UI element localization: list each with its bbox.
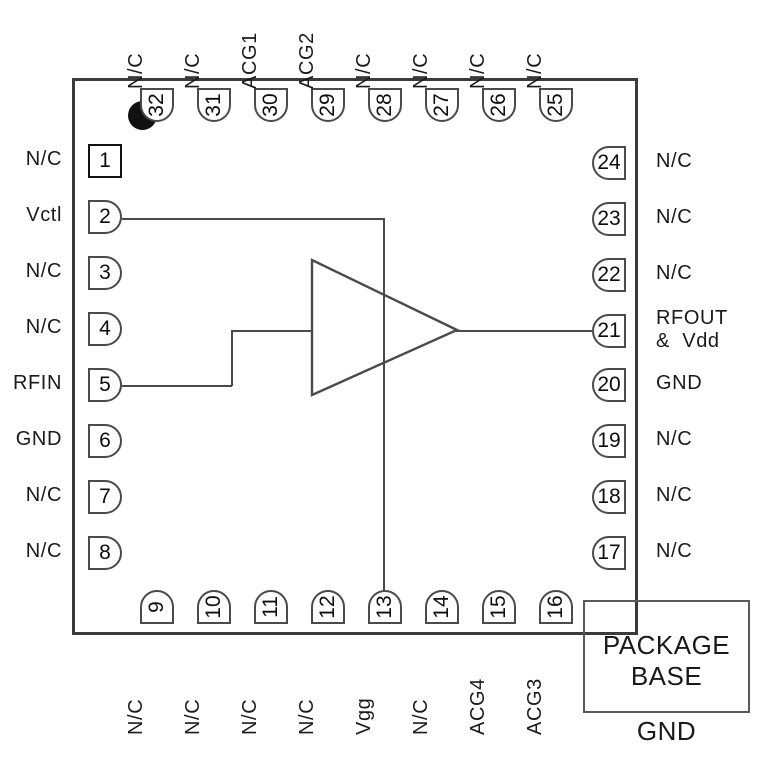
pin-label-18: N/C <box>656 484 693 506</box>
pin-label-15: ACG4 <box>467 678 489 735</box>
pin-pad-29[interactable]: 29 <box>311 88 345 122</box>
package-base-label: PACKAGE BASE <box>583 630 750 692</box>
pin-pad-18[interactable]: 18 <box>592 480 626 514</box>
pin-label-21: RFOUT & Vdd <box>656 307 728 352</box>
pin-pad-2[interactable]: 2 <box>88 200 122 234</box>
pin-label-10: N/C <box>182 698 204 735</box>
pin-label-16: ACG3 <box>524 678 546 735</box>
pin-label-11: N/C <box>239 698 261 735</box>
pin-pad-1[interactable]: 1 <box>88 144 122 178</box>
package-base-line2: BASE <box>630 661 703 691</box>
package-base-line1: PACKAGE <box>602 630 731 660</box>
pin-label-1: N/C <box>25 148 62 170</box>
pin-pad-32[interactable]: 32 <box>140 88 174 122</box>
pin-label-31: N/C <box>182 52 204 89</box>
pin-pad-13[interactable]: 13 <box>368 590 402 624</box>
pin-label-13: Vgg <box>353 697 375 735</box>
pin-pad-8[interactable]: 8 <box>88 536 122 570</box>
pin-label-27: N/C <box>410 52 432 89</box>
pin-label-20: GND <box>656 372 703 394</box>
pin-label-29: ACG2 <box>296 32 318 89</box>
pin-label-3: N/C <box>25 260 62 282</box>
pin-pad-5[interactable]: 5 <box>88 368 122 402</box>
pin-label-8: N/C <box>25 540 62 562</box>
pin-label-28: N/C <box>353 52 375 89</box>
pin-label-23: N/C <box>656 206 693 228</box>
pin-pad-16[interactable]: 16 <box>539 590 573 624</box>
pin-label-19: N/C <box>656 428 693 450</box>
pin-pad-11[interactable]: 11 <box>254 590 288 624</box>
pin-label-7: N/C <box>25 484 62 506</box>
pin-pad-21[interactable]: 21 <box>592 314 626 348</box>
package-base-gnd-label: GND <box>636 716 697 746</box>
pin-pad-28[interactable]: 28 <box>368 88 402 122</box>
pin-label-12: N/C <box>296 698 318 735</box>
pin-label-32: N/C <box>125 52 147 89</box>
wire-vctl-horizontal <box>122 218 384 220</box>
pin-pad-22[interactable]: 22 <box>592 258 626 292</box>
pin-pad-14[interactable]: 14 <box>425 590 459 624</box>
pin-pad-6[interactable]: 6 <box>88 424 122 458</box>
pin-pad-9[interactable]: 9 <box>140 590 174 624</box>
wire-rfin-step-vertical <box>231 330 233 386</box>
package-base-box <box>583 600 750 713</box>
pin-label-24: N/C <box>656 150 693 172</box>
pin-label-2: Vctl <box>26 204 62 226</box>
wire-rfin-upper-horizontal <box>231 330 313 332</box>
pin-pad-12[interactable]: 12 <box>311 590 345 624</box>
pin-label-6: GND <box>15 428 62 450</box>
pin-pad-24[interactable]: 24 <box>592 146 626 180</box>
pin-pad-30[interactable]: 30 <box>254 88 288 122</box>
pin-label-14: N/C <box>410 698 432 735</box>
pin-label-9: N/C <box>125 698 147 735</box>
wire-vctl-vgg-vertical <box>383 218 385 600</box>
triangle-amplifier-icon <box>310 258 460 397</box>
wire-rfin-lower-horizontal <box>122 385 232 387</box>
pin-label-26: N/C <box>467 52 489 89</box>
pin-pad-31[interactable]: 31 <box>197 88 231 122</box>
chip-body-outline <box>72 78 638 635</box>
pin-pad-15[interactable]: 15 <box>482 590 516 624</box>
pin-pad-20[interactable]: 20 <box>592 368 626 402</box>
pin-label-17: N/C <box>656 540 693 562</box>
pin-pad-23[interactable]: 23 <box>592 202 626 236</box>
pin-pad-25[interactable]: 25 <box>539 88 573 122</box>
pin-pad-3[interactable]: 3 <box>88 256 122 290</box>
pin-label-30: ACG1 <box>239 32 261 89</box>
pin-pad-4[interactable]: 4 <box>88 312 122 346</box>
pin-label-25: N/C <box>524 52 546 89</box>
pin-label-5: RFIN <box>12 372 62 394</box>
pin-pad-26[interactable]: 26 <box>482 88 516 122</box>
pin-pad-10[interactable]: 10 <box>197 590 231 624</box>
pin-pad-19[interactable]: 19 <box>592 424 626 458</box>
pin-pad-17[interactable]: 17 <box>592 536 626 570</box>
pin-label-22: N/C <box>656 262 693 284</box>
pin-label-4: N/C <box>25 316 62 338</box>
pin-pad-27[interactable]: 27 <box>425 88 459 122</box>
pin-pad-7[interactable]: 7 <box>88 480 122 514</box>
wire-amp-output-to-pin21 <box>455 330 592 332</box>
